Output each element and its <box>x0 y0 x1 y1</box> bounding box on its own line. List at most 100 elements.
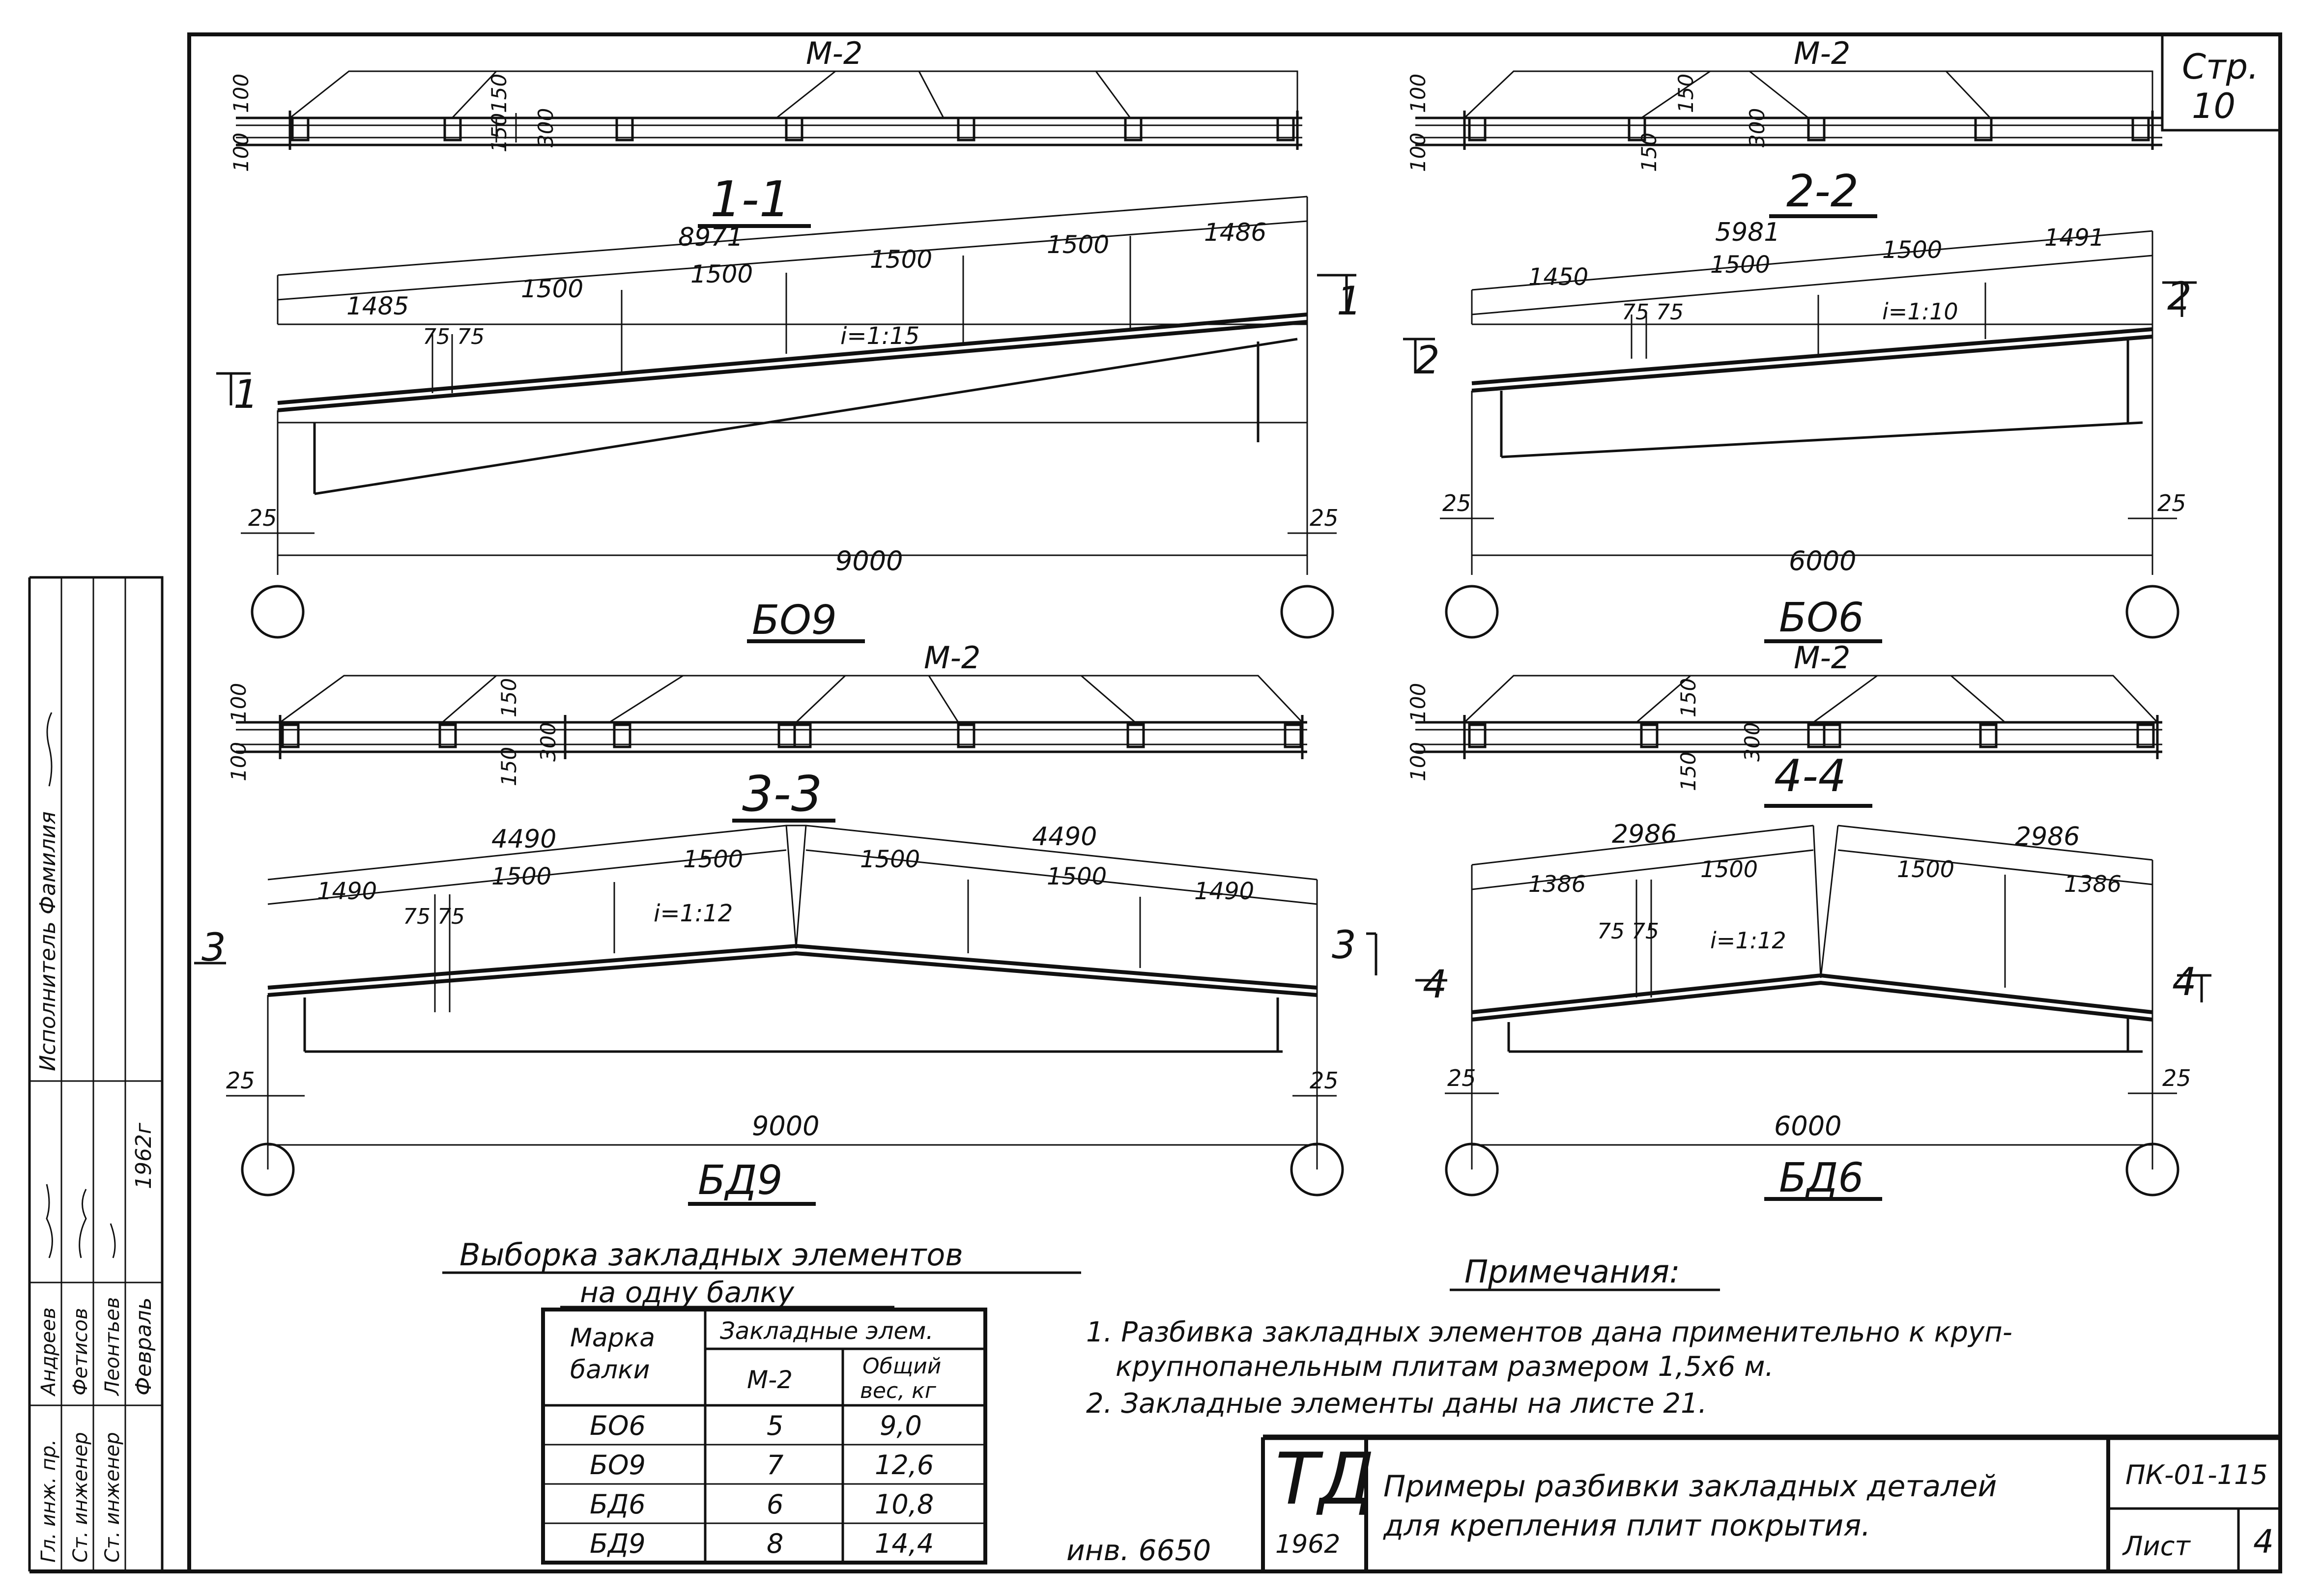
title-line-2: для крепления плит покрытия. <box>1383 1509 1870 1543</box>
plan-dim-2-b: 100 <box>1406 74 1430 113</box>
seg-3-4: 1500 <box>860 846 920 873</box>
stamp-name-2: Фетисов <box>69 1308 92 1396</box>
seg-3-5: 1500 <box>1047 863 1107 890</box>
section-mark-1-right: 1 <box>1337 278 1362 324</box>
seg-2-3: 1500 <box>1882 236 1942 264</box>
seg-1-1: 1485 <box>346 292 409 320</box>
edge-4-right: 25 <box>2162 1065 2191 1091</box>
note-1b: крупнопанельным плитам размером 1,5х6 м. <box>1116 1351 1774 1383</box>
plan-strip-3: М-2 100 100 150 150 300 <box>227 640 1307 786</box>
signature-mark <box>46 712 53 787</box>
edge-1-left: 25 <box>248 505 277 531</box>
section-mark-4-right: 4 <box>2172 960 2197 1004</box>
plan-dim-2-d: 150 <box>1637 133 1661 172</box>
section-mark-4-left: 4 <box>1423 963 1447 1007</box>
note-2: 2. Закладные элементы даны на листе 21. <box>1086 1388 1707 1420</box>
row-1-m2: 5 <box>767 1410 783 1441</box>
span-2: 6000 <box>1789 545 1856 576</box>
beam-mark-3: БД9 <box>698 1157 783 1204</box>
sheet-label: Лист <box>2122 1531 2191 1562</box>
plan-label-3: М-2 <box>924 640 980 676</box>
stamp-role-2: Ст. инженер <box>69 1432 92 1563</box>
seg-1-4: 1500 <box>870 245 932 274</box>
seg-3-1: 1490 <box>317 878 377 905</box>
seg-1-6: 1486 <box>1204 218 1266 247</box>
row-4-weight: 14,4 <box>875 1528 934 1559</box>
plan-dim-4-c: 150 <box>1676 678 1700 717</box>
half-length-4-left: 2986 <box>1612 820 1677 849</box>
row-3-weight: 10,8 <box>875 1489 934 1520</box>
seg-4-4: 1386 <box>2064 871 2121 897</box>
stamp-name-3: Леонтьев <box>101 1297 124 1396</box>
header-weight-1: Общий <box>862 1354 941 1379</box>
row-2-mark: БО9 <box>590 1450 646 1481</box>
edge-3-right: 25 <box>1310 1067 1339 1094</box>
half-length-3-left: 4490 <box>491 825 556 854</box>
elevation-bo9: 1 1 8971 1485 1500 1500 1500 1500 1486 7… <box>216 196 1362 644</box>
sheet-number: 4 <box>2253 1523 2274 1561</box>
seg-4-3: 1500 <box>1897 856 1954 883</box>
note-1: 1. Разбивка закладных элементов дана при… <box>1086 1316 2012 1348</box>
plan-dim-1-a: 100 <box>229 133 253 172</box>
section-mark-3-left: 3 <box>201 926 226 970</box>
plan-dim-1-e: 300 <box>534 108 558 147</box>
plan-dim-3-b: 100 <box>227 683 251 722</box>
seg-3-6: 1490 <box>1194 878 1254 905</box>
row-2-m2: 7 <box>767 1450 783 1481</box>
plan-dim-2-a: 100 <box>1406 133 1430 172</box>
seg-2-4: 1491 <box>2044 224 2104 252</box>
plan-strip-4: М-2 100 100 150 150 300 <box>1406 640 2162 791</box>
table-title-2: на одну балку <box>580 1276 795 1309</box>
seg-2-2: 1500 <box>1710 251 1770 279</box>
half-length-3-right: 4490 <box>1032 822 1097 852</box>
section-label-1: 1-1 <box>710 171 790 228</box>
seg-1-5: 1500 <box>1047 230 1109 259</box>
stamp-name-1: Андреев <box>37 1308 60 1397</box>
section-label-2: 2-2 <box>1786 166 1859 217</box>
page-number: 10 <box>2192 86 2236 126</box>
plan-dim-3-a: 100 <box>227 742 251 781</box>
seg-4-2: 1500 <box>1700 856 1758 883</box>
row-3-mark: БД6 <box>590 1489 646 1520</box>
side-stamp: Исполнитель Фамилия Гл. инж. пр. Ст. инж… <box>28 576 164 1571</box>
plan-dim-4-e: 300 <box>1740 722 1764 762</box>
seg-2-1: 1450 <box>1528 263 1588 291</box>
beam-mark-2: БО6 <box>1779 595 1864 641</box>
plan-dim-4-a: 100 <box>1406 742 1430 781</box>
row-4-m2: 8 <box>767 1528 783 1559</box>
seg-3-3: 1500 <box>683 846 743 873</box>
doc-code: ПК-01-115 <box>2125 1459 2268 1490</box>
section-mark-1-left: 1 <box>233 371 258 417</box>
logo-td: ТД <box>1275 1438 1375 1521</box>
row-1-weight: 9,0 <box>880 1410 922 1441</box>
header-m2: М-2 <box>747 1366 793 1394</box>
notes-title: Примечания: <box>1464 1254 1680 1290</box>
notes: Примечания: 1. Разбивка закладных элемен… <box>1086 1254 2012 1420</box>
plan-dim-1-d: 150 <box>487 113 511 152</box>
signature-marks <box>46 1184 116 1258</box>
plan-dim-4-b: 100 <box>1406 683 1430 722</box>
offset-3: 75 75 <box>403 904 465 929</box>
plan-strip-2: М-2 100 100 150 150 300 <box>1406 35 2162 172</box>
plan-label-1: М-2 <box>806 35 862 71</box>
stamp-month: Февраль <box>131 1297 156 1396</box>
top-length-1: 8971 <box>678 223 743 252</box>
edge-4-left: 25 <box>1447 1065 1476 1091</box>
title-year: 1962 <box>1275 1530 1340 1559</box>
selection-table: Выборка закладных элементов на одну балк… <box>442 1237 1081 1565</box>
header-group: Закладные элем. <box>720 1317 934 1345</box>
stamp-header: Исполнитель Фамилия <box>35 811 60 1071</box>
span-3: 9000 <box>752 1111 819 1141</box>
seg-3-2: 1500 <box>491 863 551 890</box>
row-2-weight: 12,6 <box>875 1450 934 1481</box>
section-mark-2-right: 2 <box>2167 275 2192 319</box>
elevation-bd6: 4 4 2986 2986 1386 1500 1500 1386 75 75 … <box>1415 820 2211 1201</box>
page-label: Стр. <box>2182 47 2259 87</box>
section-mark-2-left: 2 <box>1415 339 1440 383</box>
stamp-role-3: Ст. инженер <box>101 1432 124 1563</box>
edge-1-right: 25 <box>1310 505 1339 531</box>
slope-1: i=1:15 <box>840 322 919 350</box>
stamp-role-1: Гл. инж. пр. <box>37 1439 60 1563</box>
header-mark-2: балки <box>570 1355 650 1385</box>
span-4: 6000 <box>1774 1111 1841 1141</box>
